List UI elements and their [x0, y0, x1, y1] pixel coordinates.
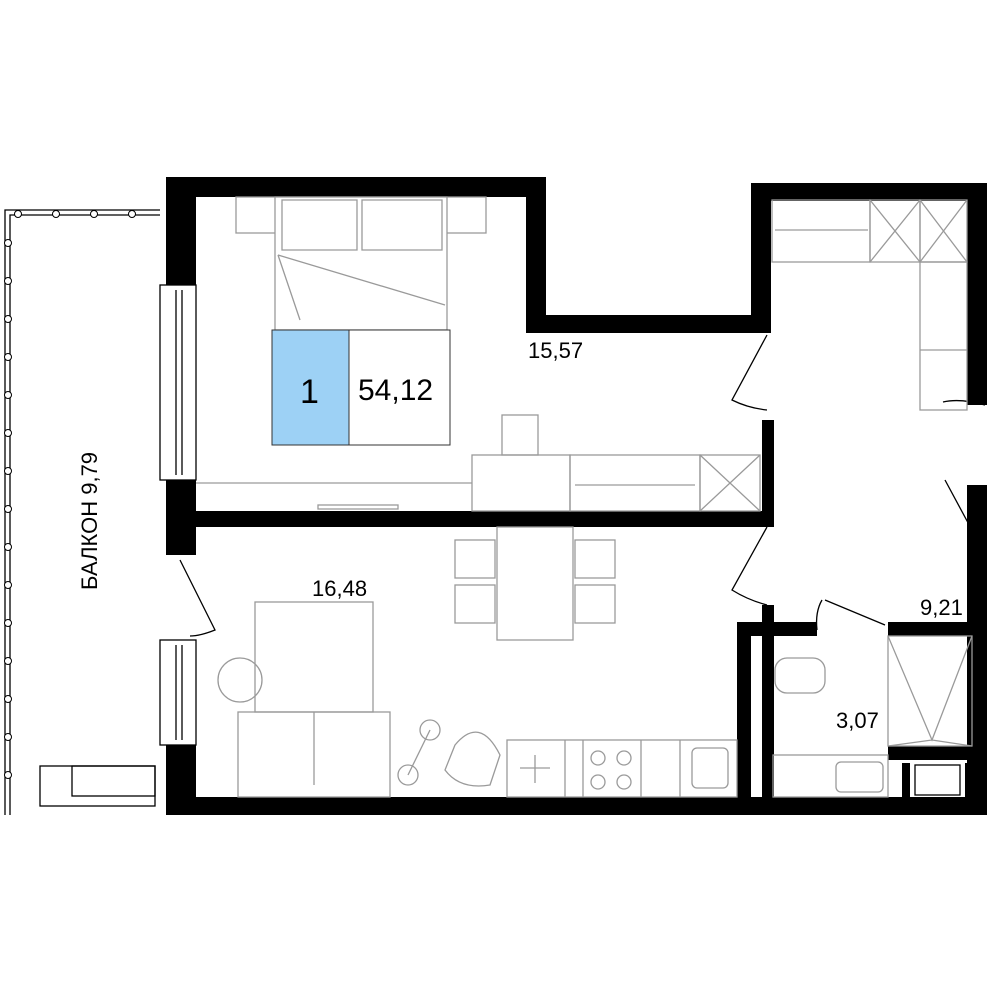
railing-post: [4, 315, 12, 323]
railing-post: [4, 581, 12, 589]
railing-post: [4, 505, 12, 513]
railing-post: [4, 619, 12, 627]
balcony: БАЛКОН 9,79: [4, 209, 160, 815]
railing-post: [52, 210, 60, 218]
room-area-bathroom: 3,07: [836, 708, 879, 733]
railing-post: [4, 467, 12, 475]
railing-post: [4, 429, 12, 437]
rooms-count: 1: [300, 373, 319, 411]
dining-set: [454, 526, 616, 641]
bathroom-fixtures: [772, 635, 973, 798]
railing-post: [4, 391, 12, 399]
railing-post: [90, 210, 98, 218]
area-badge: 1 54,12: [271, 329, 451, 446]
railing-post: [4, 695, 12, 703]
railing-post: [128, 210, 136, 218]
room-area-bedroom: 15,57: [528, 338, 583, 363]
total-area: 54,12: [358, 374, 433, 407]
railing-post: [4, 353, 12, 361]
bedroom-storage: [196, 414, 761, 512]
balcony-label: БАЛКОН 9,79: [77, 452, 102, 590]
room-area-living-kitchen: 16,48: [312, 576, 367, 601]
railing-post: [4, 239, 12, 247]
bed: [235, 196, 487, 331]
doors: [179, 334, 986, 637]
sofa: [217, 601, 501, 798]
walls: [166, 177, 987, 815]
rooms-count-box: [271, 329, 350, 446]
railing-post: [4, 543, 12, 551]
railing-post: [4, 277, 12, 285]
windows: [159, 284, 197, 746]
railing-post: [4, 771, 12, 779]
room-area-hallway: 9,21: [920, 595, 963, 620]
railing-post: [4, 657, 12, 665]
hall-wardrobe: [771, 199, 968, 411]
kitchen: [506, 739, 738, 798]
railing-post: [4, 733, 12, 741]
railing-post: [14, 210, 22, 218]
